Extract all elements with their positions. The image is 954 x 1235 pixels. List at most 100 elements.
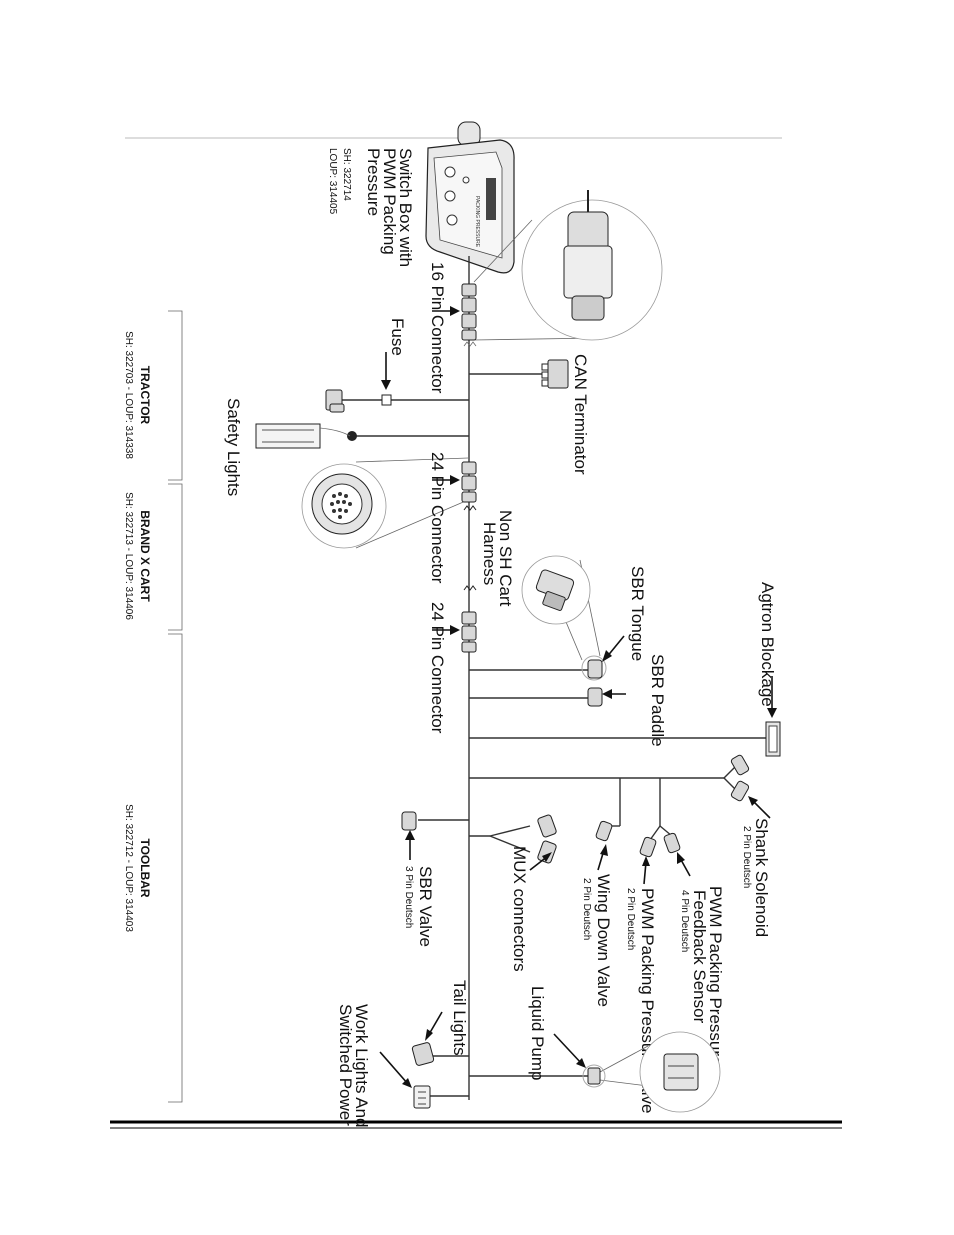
arrow-shank	[748, 796, 771, 819]
zoom-24pin	[301, 457, 469, 549]
svg-text:Tail Lights: Tail Lights	[450, 980, 469, 1056]
sbr-valve	[401, 811, 469, 831]
svg-text:Switched Power: Switched Power	[336, 1004, 355, 1126]
work-lights	[413, 1085, 469, 1109]
arrow-sbr-tongue	[602, 635, 625, 662]
label-sbr-valve-sub: 3 Pin Deutsch	[403, 866, 414, 928]
svg-text:Harness: Harness	[480, 522, 499, 585]
liquid-pump	[469, 1031, 721, 1113]
svg-text:PWM Packing: PWM Packing	[380, 148, 399, 255]
svg-text:BRAND X CART: BRAND X CART	[138, 510, 152, 602]
label-can: CAN Terminator	[571, 354, 590, 475]
svg-text:24 Pin Connector: 24 Pin Connector	[428, 602, 447, 734]
section-brackets	[168, 310, 183, 1103]
svg-text:SH: 322713 - LOUP: 314406: SH: 322713 - LOUP: 314406	[123, 492, 134, 620]
svg-text:PACKING PRESSURE: PACKING PRESSURE	[474, 196, 480, 248]
label-agtron: Agtron Blockage	[758, 582, 777, 707]
shank-solenoid	[469, 754, 750, 802]
svg-text:Work Lights And: Work Lights And	[352, 1004, 371, 1127]
arrow-sbr-valve	[405, 830, 415, 860]
svg-text:SBR Paddle: SBR Paddle	[648, 654, 667, 747]
svg-text:16 Pin Connector: 16 Pin Connector	[428, 262, 447, 394]
connector-24pin-b	[461, 611, 477, 653]
label-sbr-tongue: SBR Tongue	[628, 566, 647, 661]
agtron-blockage	[469, 721, 781, 757]
arrow-16pin	[432, 306, 460, 316]
sbr-paddle	[469, 687, 603, 707]
svg-text:SH: 322714: SH: 322714	[341, 148, 352, 201]
arrow-agtron	[767, 676, 777, 718]
connector-16pin	[461, 283, 477, 347]
label-fuse: Fuse	[388, 318, 407, 356]
label-pwm-valve-sub: 2 Pin Deutsch	[625, 888, 636, 950]
label-pwm-feedback-1: PWM Packing Pressure	[706, 886, 725, 1066]
svg-text:2 Pin Deutsch: 2 Pin Deutsch	[581, 878, 592, 940]
arrow-sbr-paddle	[602, 689, 626, 699]
svg-text:Shank Solenoid: Shank Solenoid	[752, 818, 771, 937]
fuse-branch	[325, 389, 469, 413]
svg-text:Wing Down Valve: Wing Down Valve	[594, 874, 613, 1007]
arrow-24pin-b	[432, 625, 460, 635]
section-toolbar-sub: SH: 322712 - LOUP: 314403	[123, 804, 134, 932]
svg-text:2 Pin Deutsch: 2 Pin Deutsch	[625, 888, 636, 950]
section-cart-sub: SH: 322713 - LOUP: 314406	[123, 492, 134, 620]
zoom-16pin	[473, 190, 663, 341]
label-tail-lights: Tail Lights	[450, 980, 469, 1056]
label-sbr-paddle: SBR Paddle	[648, 654, 667, 747]
svg-text:LOUP: 314405: LOUP: 314405	[327, 148, 338, 215]
label-wing-down-sub: 2 Pin Deutsch	[581, 878, 592, 940]
svg-text:SH: 322703 - LOUP: 314338: SH: 322703 - LOUP: 314338	[123, 331, 134, 459]
svg-text:SBR Valve: SBR Valve	[416, 866, 435, 947]
svg-text:Switch Box with: Switch Box with	[396, 148, 415, 267]
label-liquid-pump: Liquid Pump	[528, 986, 547, 1081]
label-non-sh-1: Non SH Cart	[496, 510, 515, 607]
arrow-fuse	[381, 352, 391, 390]
svg-text:SH: 322712 - LOUP: 314403: SH: 322712 - LOUP: 314403	[123, 804, 134, 932]
label-pwm-feedback-2: Feedback Sensor	[690, 890, 709, 1024]
sbr-tongue	[469, 555, 607, 681]
arrow-work-lights	[379, 1051, 412, 1088]
safety-lights	[255, 423, 469, 449]
svg-text:Safety Lights: Safety Lights	[224, 398, 243, 496]
connector-24pin-a	[461, 461, 477, 511]
section-toolbar: TOOLBAR	[138, 838, 152, 897]
pwm-branch	[595, 778, 681, 858]
svg-text:TOOLBAR: TOOLBAR	[138, 838, 152, 897]
svg-text:CAN Terminator: CAN Terminator	[571, 354, 590, 475]
label-16pin: 16 Pin Connector	[428, 262, 447, 394]
svg-text:Pressure: Pressure	[364, 148, 383, 216]
svg-text:Non SH Cart: Non SH Cart	[496, 510, 515, 607]
section-tractor: TRACTOR	[138, 366, 152, 425]
svg-text:3 Pin Deutsch: 3 Pin Deutsch	[403, 866, 414, 928]
cart-harness-break	[463, 585, 477, 591]
arrow-tail-lights	[425, 1011, 443, 1041]
svg-text:4 Pin Deutsch: 4 Pin Deutsch	[679, 890, 690, 952]
svg-text:24 Pin Connector: 24 Pin Connector	[428, 452, 447, 584]
arrow-pwm-valve	[642, 856, 650, 885]
arrow-pwm-feedback	[677, 852, 691, 877]
svg-text:MUX connectors: MUX connectors	[510, 846, 529, 972]
tail-lights	[411, 1042, 469, 1066]
svg-text:Fuse: Fuse	[388, 318, 407, 356]
label-work-lights-2: Switched Power	[336, 1004, 355, 1126]
label-pwm-feedback-sub: 4 Pin Deutsch	[679, 890, 690, 952]
arrow-liquid-pump	[553, 1033, 586, 1068]
svg-text:Agtron Blockage: Agtron Blockage	[758, 582, 777, 707]
label-work-lights-1: Work Lights And	[352, 1004, 371, 1127]
label-24pin-b: 24 Pin Connector	[428, 602, 447, 734]
label-shank: Shank Solenoid	[752, 818, 771, 937]
mux-connectors	[469, 814, 557, 864]
switch-box: PACKING PRESSURE	[425, 121, 515, 274]
label-wing-down: Wing Down Valve	[594, 874, 613, 1007]
svg-text:SBR Tongue: SBR Tongue	[628, 566, 647, 661]
switch-box-label: Switch Box with PWM Packing Pressure SH:…	[327, 148, 415, 267]
section-cart: BRAND X CART	[138, 510, 152, 602]
label-24pin-a: 24 Pin Connector	[428, 452, 447, 584]
label-mux: MUX connectors	[510, 846, 529, 972]
svg-text:2 Pin Deutsch: 2 Pin Deutsch	[741, 826, 752, 888]
arrow-mux	[529, 852, 552, 871]
label-non-sh-2: Harness	[480, 522, 499, 585]
svg-text:PWM Packing Pressure: PWM Packing Pressure	[706, 886, 725, 1066]
label-safety: Safety Lights	[224, 398, 243, 496]
